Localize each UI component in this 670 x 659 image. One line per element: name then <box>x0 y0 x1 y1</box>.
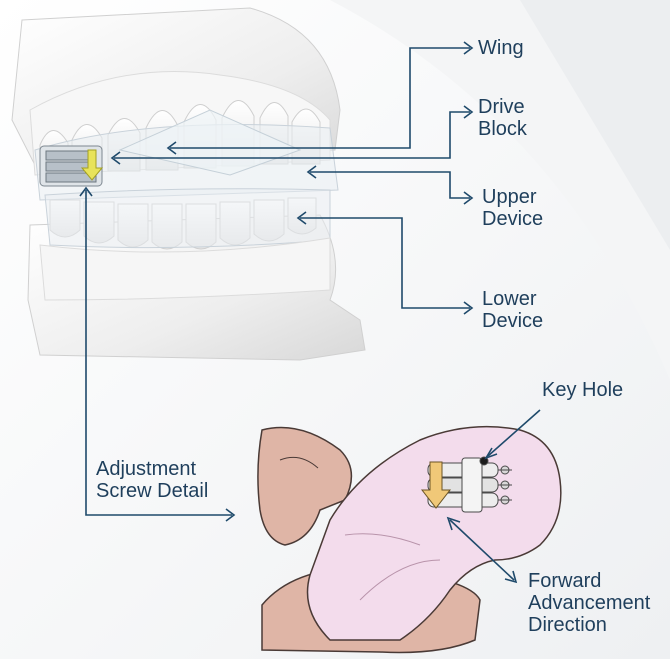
label-drive-block-line2: Block <box>478 118 527 140</box>
label-key-hole: Key Hole <box>542 379 623 401</box>
label-upper-device-line2: Device <box>482 208 543 230</box>
label-upper-device: Upper Device <box>482 186 543 230</box>
label-key-hole-text: Key Hole <box>542 379 623 401</box>
label-forward-advancement: Forward Advancement Direction <box>528 570 650 636</box>
label-drive-block: Drive Block <box>478 96 527 140</box>
label-forward-line3: Direction <box>528 614 650 636</box>
label-lower-device-line2: Device <box>482 310 543 332</box>
label-drive-block-line1: Drive <box>478 96 527 118</box>
lower-clear-tray <box>45 189 330 248</box>
label-lower-device: Lower Device <box>482 288 543 332</box>
label-wing: Wing <box>478 37 524 59</box>
label-lower-device-line1: Lower <box>482 288 543 310</box>
label-adjustment-line2: Screw Detail <box>96 480 208 502</box>
label-forward-line2: Advancement <box>528 592 650 614</box>
label-upper-device-line1: Upper <box>482 186 543 208</box>
label-adjustment-screw-detail: Adjustment Screw Detail <box>96 458 208 502</box>
label-wing-text: Wing <box>478 37 524 59</box>
drive-block-screw <box>40 146 102 186</box>
label-forward-line1: Forward <box>528 570 650 592</box>
label-adjustment-line1: Adjustment <box>96 458 208 480</box>
dental-model <box>12 8 365 360</box>
